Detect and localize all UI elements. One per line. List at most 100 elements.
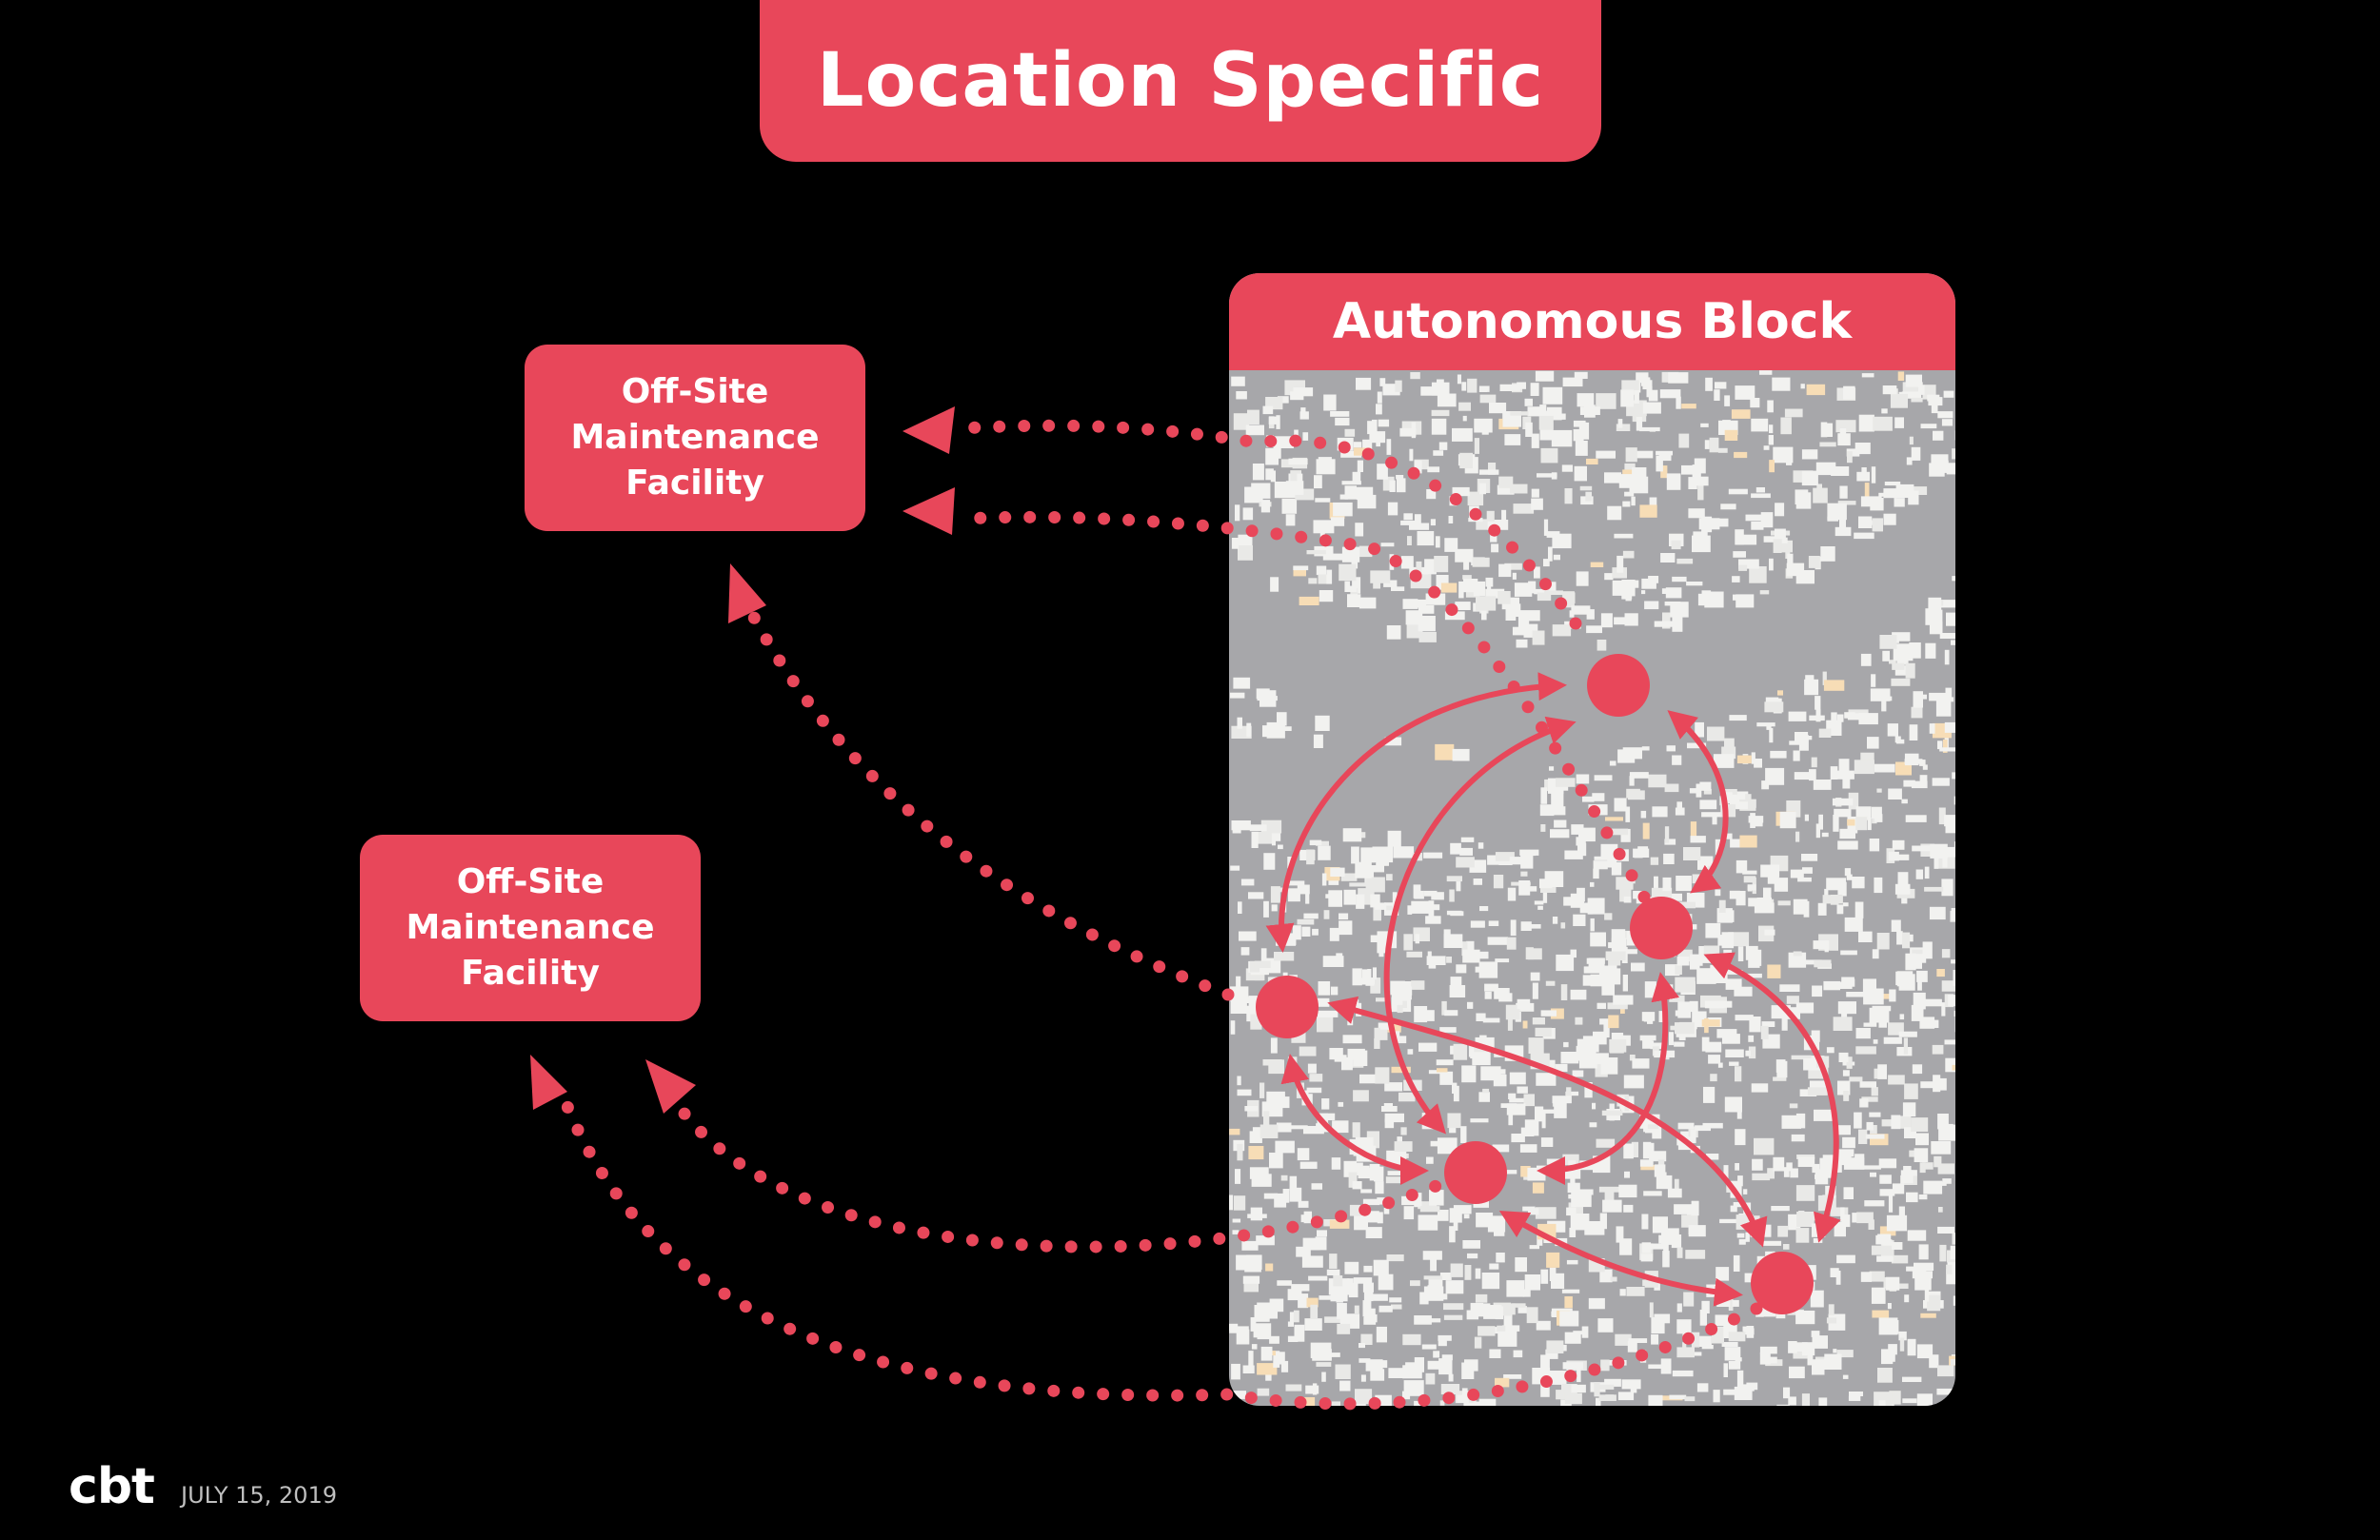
map-building bbox=[1660, 553, 1676, 563]
node-5 bbox=[1751, 1252, 1814, 1314]
map-building bbox=[1877, 1064, 1887, 1079]
map-building bbox=[1929, 692, 1949, 701]
map-building bbox=[1294, 1324, 1305, 1342]
map-building bbox=[1516, 639, 1528, 648]
map-building bbox=[1664, 826, 1670, 843]
map-building bbox=[1639, 426, 1660, 432]
map-building bbox=[1940, 460, 1949, 473]
map-building bbox=[1586, 458, 1598, 464]
map-building bbox=[1528, 581, 1537, 594]
map-building bbox=[1648, 1394, 1663, 1406]
map-building bbox=[1594, 856, 1612, 860]
map-building bbox=[1400, 520, 1416, 525]
map-building bbox=[1767, 400, 1774, 413]
map-building bbox=[1236, 1254, 1253, 1271]
map-building bbox=[1783, 1244, 1790, 1250]
map-building bbox=[1824, 423, 1833, 437]
map-building bbox=[1495, 1377, 1510, 1388]
map-building bbox=[1887, 1303, 1892, 1310]
map-building bbox=[1433, 1351, 1440, 1358]
map-building bbox=[1562, 377, 1583, 387]
map-building bbox=[1232, 824, 1241, 834]
map-building bbox=[1341, 481, 1361, 485]
map-building bbox=[1583, 966, 1602, 974]
map-building bbox=[1372, 967, 1377, 979]
map-building bbox=[1750, 398, 1760, 408]
map-building bbox=[1934, 1019, 1939, 1028]
map-building bbox=[1251, 1174, 1272, 1187]
map-building bbox=[1763, 445, 1770, 450]
map-building bbox=[1339, 494, 1349, 500]
map-building bbox=[1350, 1284, 1359, 1296]
map-building bbox=[1423, 1275, 1442, 1280]
map-building bbox=[1736, 755, 1752, 764]
map-building bbox=[1903, 780, 1915, 787]
map-building bbox=[1891, 678, 1911, 686]
map-building bbox=[1911, 706, 1923, 719]
map-building bbox=[1463, 1402, 1479, 1406]
map-building bbox=[1562, 1362, 1583, 1370]
map-building bbox=[1801, 1393, 1810, 1406]
map-building bbox=[1899, 1014, 1905, 1020]
map-building bbox=[1642, 822, 1650, 839]
map-building bbox=[1596, 393, 1616, 409]
map-building bbox=[1806, 736, 1813, 740]
map-building bbox=[1241, 1240, 1259, 1251]
map-building bbox=[1489, 1263, 1499, 1270]
map-building bbox=[1640, 810, 1647, 819]
map-building bbox=[1237, 1076, 1241, 1086]
map-building bbox=[1326, 1269, 1340, 1275]
link-n4-n5 bbox=[1498, 1210, 1743, 1307]
map-building bbox=[1768, 435, 1774, 445]
map-building bbox=[1457, 374, 1461, 385]
map-building bbox=[1848, 1395, 1861, 1401]
map-building bbox=[1801, 854, 1818, 861]
map-building bbox=[1855, 806, 1872, 820]
map-building bbox=[1919, 775, 1928, 783]
map-building bbox=[1322, 956, 1344, 967]
map-building bbox=[1291, 1284, 1310, 1292]
map-building bbox=[1299, 1046, 1317, 1056]
map-building bbox=[1746, 1326, 1755, 1338]
map-building bbox=[1237, 717, 1242, 729]
map-building bbox=[1839, 485, 1848, 499]
map-building bbox=[1775, 1311, 1786, 1319]
map-building bbox=[1952, 1233, 1955, 1245]
map-building bbox=[1951, 640, 1955, 645]
map-building bbox=[1596, 450, 1616, 459]
map-building bbox=[1318, 981, 1331, 996]
map-building bbox=[1437, 393, 1457, 407]
map-building bbox=[1590, 881, 1595, 887]
map-building bbox=[1890, 393, 1908, 408]
map-building bbox=[1916, 970, 1928, 982]
map-building bbox=[1308, 578, 1318, 584]
map-building bbox=[1922, 941, 1933, 959]
map-building bbox=[1483, 1305, 1502, 1319]
map-building bbox=[1941, 949, 1951, 958]
map-building bbox=[1760, 1240, 1782, 1246]
map-building bbox=[1411, 422, 1417, 439]
map-building bbox=[1846, 1056, 1853, 1069]
map-building bbox=[1538, 415, 1554, 430]
map-building bbox=[1927, 1294, 1941, 1312]
map-building bbox=[1892, 839, 1905, 850]
map-building bbox=[1884, 482, 1901, 486]
map-building bbox=[1669, 893, 1682, 901]
map-building bbox=[1590, 932, 1606, 947]
map-building bbox=[1871, 806, 1882, 819]
map-building bbox=[1257, 1388, 1270, 1396]
map-building bbox=[1718, 518, 1729, 527]
map-building bbox=[1424, 559, 1437, 575]
map-building bbox=[1946, 1264, 1953, 1274]
map-building bbox=[1462, 415, 1467, 422]
map-building bbox=[1884, 1350, 1895, 1362]
map-building bbox=[1353, 442, 1362, 448]
map-building bbox=[1441, 1354, 1453, 1361]
map-building bbox=[1889, 1391, 1901, 1405]
map-building bbox=[1751, 752, 1755, 764]
map-building bbox=[1540, 447, 1558, 464]
map-building bbox=[1232, 1391, 1246, 1399]
map-building bbox=[1914, 1276, 1932, 1291]
map-building bbox=[1571, 824, 1584, 835]
map-building bbox=[1839, 519, 1846, 532]
